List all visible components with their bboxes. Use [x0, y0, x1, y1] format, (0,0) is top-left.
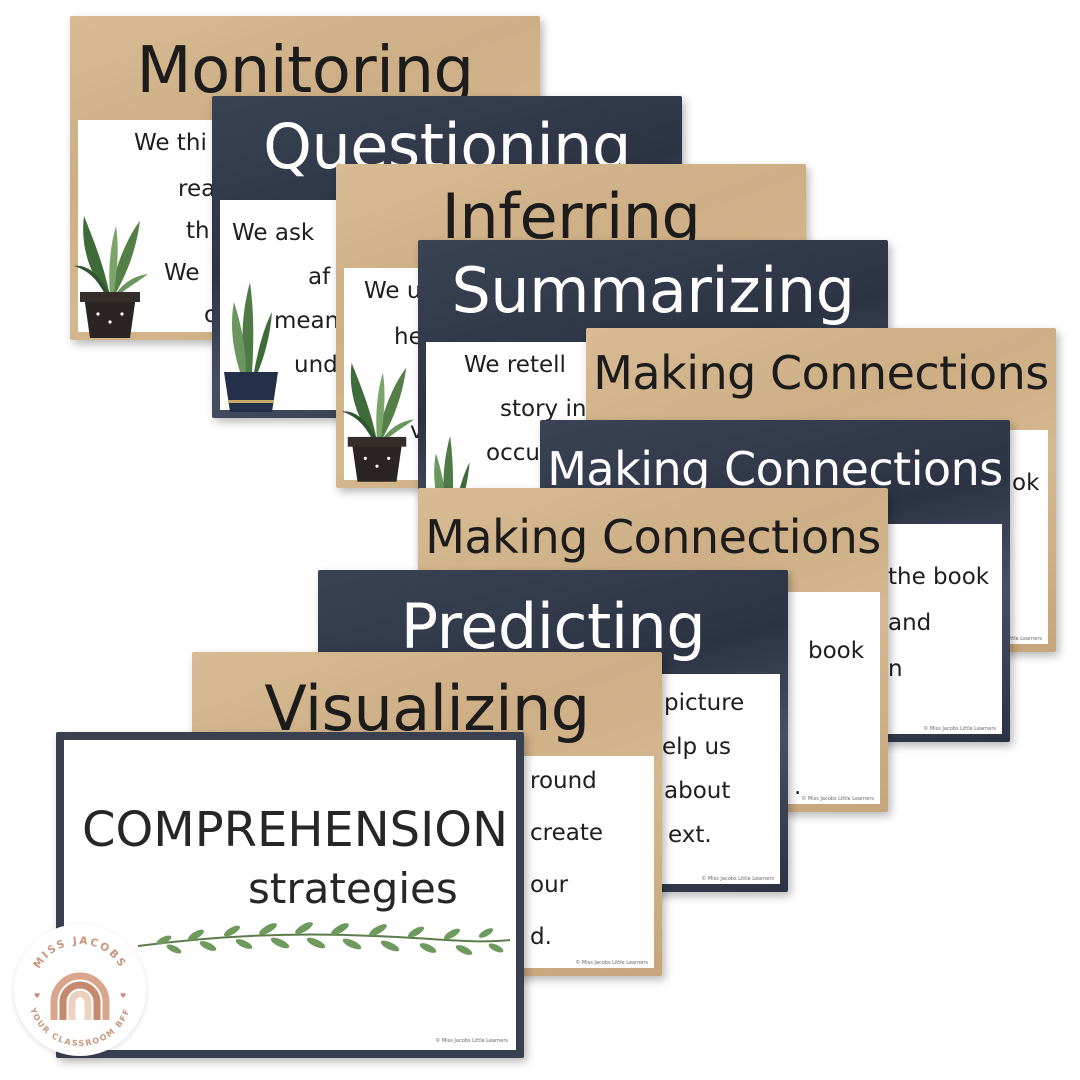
card-text-line: picture	[664, 690, 745, 716]
card-text-line: d.	[530, 924, 552, 950]
svg-text:♥: ♥	[120, 992, 126, 1000]
vine-icon	[137, 922, 511, 955]
card-text-line: und	[294, 352, 338, 378]
cover-card: COMPREHENSION strategies	[56, 732, 524, 1058]
logo-top-text: MISS JACOBS	[31, 935, 126, 971]
svg-text:♥: ♥	[34, 992, 40, 1000]
card-text-line: th	[186, 218, 210, 244]
card-text-line: ext.	[668, 822, 712, 848]
card-title: Predicting	[400, 590, 706, 663]
card-text-line: about	[664, 778, 731, 804]
copyright-text: © Miss Jacobs Little Learners	[701, 876, 774, 882]
svg-text:YOUR CLASSROOM BFF: YOUR CLASSROOM BFF	[28, 1006, 132, 1048]
potted-plant-icon	[341, 362, 415, 482]
cover-title-sub: strategies	[248, 864, 458, 913]
potted-plant-icon	[224, 282, 278, 412]
card-text-line: We u	[364, 278, 422, 304]
card-text-line: elp us	[662, 734, 732, 760]
card-title: Making Connections	[547, 442, 1003, 496]
card-text-line: .	[794, 774, 802, 800]
copyright-text: © Miss Jacobs Little Learners	[435, 1038, 508, 1044]
copyright-text: © Miss Jacobs Little Learners	[575, 960, 648, 966]
copyright-text: © Miss Jacobs Little Learners	[801, 796, 874, 802]
card-text-line: rea	[178, 176, 216, 202]
card-text-line: story in	[500, 396, 587, 422]
card-title: Making Connections	[593, 346, 1049, 400]
card-text-line: n	[888, 656, 903, 682]
brand-logo: MISS JACOBS YOUR CLASSROOM BFF ♥ ♥	[14, 924, 146, 1056]
card-text-line: and	[888, 610, 932, 636]
card-text-line: create	[530, 820, 604, 846]
card-text-line: We ask	[232, 220, 315, 246]
card-title: Making Connections	[425, 510, 881, 564]
card-text-line: book	[808, 638, 865, 664]
card-title: Monitoring	[136, 34, 474, 108]
logo-bottom-text: YOUR CLASSROOM BFF	[28, 1006, 130, 1048]
card-text-line: We thi	[134, 130, 207, 156]
card-text-line: our	[530, 872, 569, 898]
card-text-line: af	[308, 264, 331, 290]
card-text-line: round	[530, 768, 597, 794]
card-text-line: occu	[486, 440, 540, 466]
potted-plant-icon	[74, 216, 148, 338]
card-text-line: the book	[888, 564, 990, 590]
card-text-line: mean	[274, 308, 340, 334]
copyright-text: © Miss Jacobs Little Learners	[923, 726, 996, 732]
card-title: Summarizing	[451, 254, 855, 327]
card-text-line: We	[164, 260, 200, 286]
rainbow-logo-icon: MISS JACOBS YOUR CLASSROOM BFF ♥ ♥	[28, 935, 132, 1048]
svg-text:MISS JACOBS: MISS JACOBS	[31, 935, 129, 971]
card-text-line: We retell	[464, 352, 566, 378]
card-text-line: ok	[1012, 470, 1040, 496]
cover-title-main: COMPREHENSION	[82, 802, 508, 858]
